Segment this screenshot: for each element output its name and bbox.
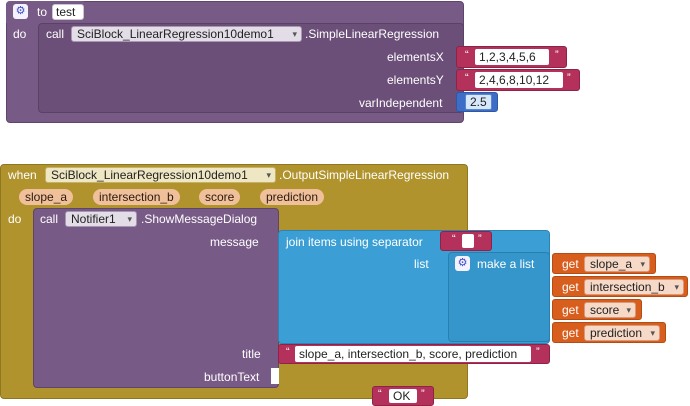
open-quote-icon: “ — [465, 49, 469, 61]
text-value-elementsX[interactable]: 1,2,3,4,5,6 — [475, 49, 549, 65]
keyword-do: do — [13, 27, 27, 41]
procedure-name: test — [56, 5, 76, 19]
text-value-elementsY[interactable]: 2,4,6,8,10,12 — [475, 72, 563, 88]
get-var-dropdown-score[interactable]: score ▾ — [584, 302, 636, 318]
call-keyword: call — [40, 212, 59, 226]
get-var-slope-a: slope_a — [590, 257, 633, 271]
param-prediction[interactable]: prediction — [260, 189, 325, 205]
close-quote-icon: ” — [567, 72, 571, 84]
separator-value[interactable] — [462, 234, 474, 248]
chevron-down-icon: ▾ — [640, 259, 645, 269]
chevron-down-icon: ▾ — [674, 282, 679, 292]
get-var-prediction: prediction — [590, 326, 643, 340]
keyword-to: to — [37, 5, 48, 19]
component-name: SciBlock_LinearRegression10demo1 — [77, 27, 274, 41]
event-keyword-do: do — [8, 212, 22, 226]
get-var-intersection-b: intersection_b — [590, 280, 665, 294]
get-keyword: get — [562, 303, 579, 317]
call-keyword: call — [46, 27, 65, 41]
method-name: .SimpleLinearRegression — [305, 27, 440, 41]
number-value-varIndependent[interactable]: 2.5 — [465, 94, 492, 110]
title-label: title — [242, 347, 261, 361]
chevron-down-icon: ▾ — [127, 214, 132, 224]
arg-label-elementsY: elementsY — [387, 73, 444, 87]
list-label: list — [414, 257, 429, 271]
open-quote-icon: “ — [452, 233, 456, 245]
arg-label-elementsX: elementsX — [387, 50, 444, 64]
get-var-dropdown-intersection-b[interactable]: intersection_b ▾ — [584, 279, 684, 295]
message-label: message — [210, 235, 259, 249]
join-label: join items using separator — [286, 235, 423, 249]
open-quote-icon: “ — [378, 388, 382, 400]
event-component-dropdown[interactable]: SciBlock_LinearRegression10demo1 ▾ — [45, 167, 276, 183]
show-message-dialog-block[interactable] — [33, 208, 279, 388]
procedure-name-field[interactable]: test — [52, 4, 84, 20]
title-value[interactable]: slope_a, intersection_b, score, predicti… — [295, 346, 531, 362]
open-quote-icon: “ — [465, 72, 469, 84]
get-keyword: get — [562, 280, 579, 294]
button-text-socket — [271, 368, 279, 384]
get-var-dropdown-slope-a[interactable]: slope_a ▾ — [584, 256, 650, 272]
param-score[interactable]: score — [199, 189, 241, 205]
param-slope-a[interactable]: slope_a — [19, 189, 74, 205]
arg-label-varIndependent: varIndependent — [359, 96, 443, 110]
notifier-dropdown[interactable]: Notifier1 ▾ — [65, 211, 137, 227]
chevron-down-icon: ▾ — [626, 305, 631, 315]
get-keyword: get — [562, 257, 579, 271]
event-name: .OutputSimpleLinearRegression — [279, 168, 450, 182]
param-intersection-b[interactable]: intersection_b — [93, 189, 180, 205]
open-quote-icon: “ — [286, 346, 290, 358]
get-var-dropdown-prediction[interactable]: prediction ▾ — [584, 325, 660, 341]
component-dropdown[interactable]: SciBlock_LinearRegression10demo1 ▾ — [71, 26, 302, 42]
get-keyword: get — [562, 326, 579, 340]
gear-icon[interactable]: ⚙ — [13, 4, 28, 19]
close-quote-icon: ” — [478, 233, 482, 245]
get-var-score: score — [590, 303, 620, 317]
dialog-method: .ShowMessageDialog — [141, 212, 258, 226]
ok-value[interactable]: OK — [389, 389, 417, 403]
close-quote-icon: ” — [536, 346, 540, 358]
make-a-list-label: make a list — [477, 257, 535, 271]
event-component-name: SciBlock_LinearRegression10demo1 — [51, 168, 248, 182]
button-text-label: buttonText — [204, 370, 260, 384]
close-quote-icon: ” — [555, 49, 559, 61]
chevron-down-icon: ▾ — [292, 29, 297, 39]
notifier-name: Notifier1 — [71, 212, 116, 226]
close-quote-icon: ” — [421, 388, 425, 400]
gear-icon[interactable]: ⚙ — [455, 256, 470, 271]
chevron-down-icon: ▾ — [266, 170, 271, 180]
keyword-when: when — [8, 168, 37, 182]
chevron-down-icon: ▾ — [650, 328, 655, 338]
